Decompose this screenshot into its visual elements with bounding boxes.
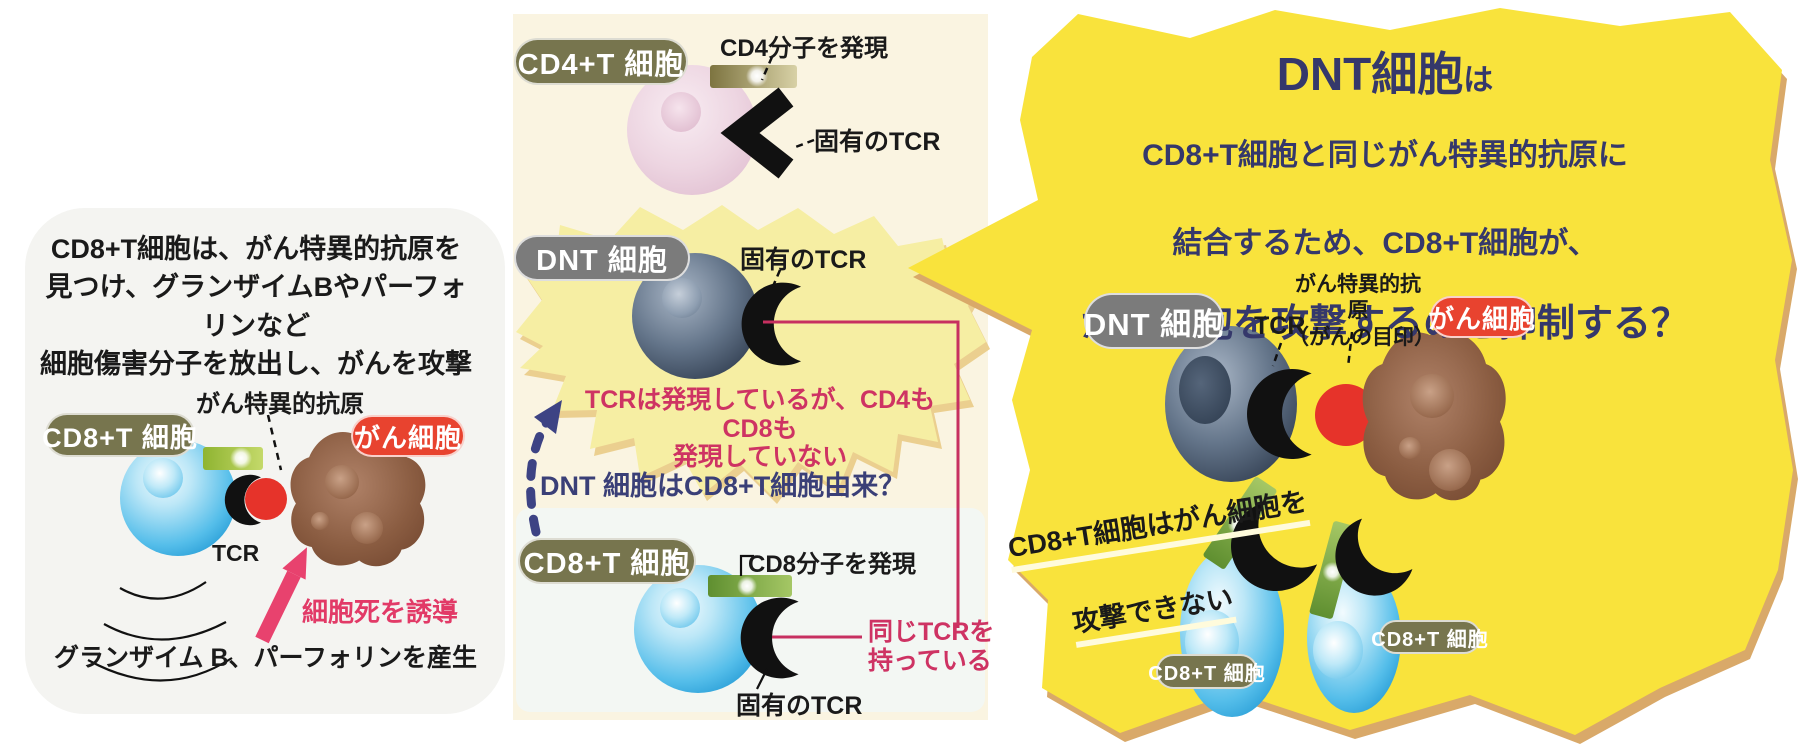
origin-question: DNT 細胞はCD8+T細胞由来？ xyxy=(540,471,906,501)
bubble-title-line1: DNT細胞は xyxy=(1040,38,1730,104)
dnt-tcr-pointer-line xyxy=(769,269,782,292)
bubble-title-line1-big: DNT細胞 xyxy=(1276,48,1464,100)
cd8-badge-right-1: CD8+T 細胞 xyxy=(1148,654,1265,689)
dnt-note: TCRは発現しているが、CD4もCD8も 発現していない xyxy=(584,386,936,471)
left-antigen-pointer-line xyxy=(266,414,283,471)
tcr-label-right: TCR xyxy=(1254,312,1306,340)
dnt-badge-middle: DNT 細胞 xyxy=(514,235,690,281)
antigen-pointer-line-right xyxy=(1346,331,1354,368)
antigen-dot-right xyxy=(1315,384,1377,446)
left-tcr-label: TCR xyxy=(212,540,260,566)
cd8-molecule-label: CD8分子を発現 xyxy=(748,551,917,578)
dnt-badge-right: DNT 細胞 xyxy=(1084,293,1224,349)
same-tcr-connector-lines xyxy=(763,320,960,639)
left-cd8-molecule-glow xyxy=(230,447,252,469)
induce-death-arrow-icon xyxy=(255,547,307,644)
granzyme-label: グランザイム B、パーフォリンを産生 xyxy=(54,644,478,672)
dnt-tcr-label: 固有のTCR xyxy=(740,246,867,274)
cd8-badge-right-2: CD8+T 細胞 xyxy=(1371,620,1488,654)
cd8-tcr-label: 固有のTCR xyxy=(736,692,863,720)
cd4-molecule-glow xyxy=(746,65,768,87)
left-cd8-badge: CD8+T 細胞 xyxy=(42,413,197,457)
granzyme-wave-lines xyxy=(87,581,233,682)
same-tcr-label: 同じTCRを 持っている xyxy=(868,618,995,675)
cd4-tcr-pointer-line xyxy=(792,138,815,150)
induce-death-label: 細胞死を誘導 xyxy=(302,597,459,627)
cd4-tcr-chevron-icon xyxy=(720,87,794,179)
dnt-cell-middle xyxy=(632,253,758,379)
tcr-pointer-line-right xyxy=(1271,342,1283,367)
cannot-attack-line2: 攻撃できない xyxy=(1069,576,1237,648)
bubble-title-line2: CD8+T細胞と同じがん特異的抗原に xyxy=(1142,139,1628,172)
left-description: CD8+T細胞は、がん特異的抗原を 見つけ、グランザイムBやパーフォリンなど 細… xyxy=(40,234,472,379)
bubble-title-line1-small: は xyxy=(1463,64,1494,97)
cd4-molecule-pointer-line xyxy=(760,56,774,81)
cd4-badge: CD4+T 細胞 xyxy=(514,38,688,85)
cd8-molecule-pointer-line xyxy=(739,554,754,576)
cancer-cell-right xyxy=(1362,331,1506,501)
antigen-label-right: がん特異的抗原 （がんの目印） xyxy=(1288,273,1435,349)
cd4-tcr-label: 固有のTCR xyxy=(814,128,941,156)
left-cancer-badge: がん細胞 xyxy=(351,415,465,457)
cd4-molecule-label: CD4分子を発現 xyxy=(720,35,889,62)
left-antigen-label: がん特異的抗原 xyxy=(196,391,364,418)
speech-bubble-shape xyxy=(908,8,1798,744)
bubble-title-line3: 結合するため、CD8+T細胞が、 xyxy=(1172,227,1598,260)
cd8-tcr-pointer-line xyxy=(756,668,768,690)
left-cancer-cell xyxy=(290,430,426,567)
cd8-badge-middle: CD8+T 細胞 xyxy=(518,538,696,584)
cancer-badge-right: がん細胞 xyxy=(1428,296,1535,338)
cannot-attack-line1: CD8+T細胞はがん細胞を xyxy=(1004,479,1311,574)
cd8-molecule-glow xyxy=(737,576,757,596)
left-antigen-dot xyxy=(245,478,287,520)
cd4-cell xyxy=(627,65,757,195)
origin-dashed-arrow-icon xyxy=(526,400,562,537)
